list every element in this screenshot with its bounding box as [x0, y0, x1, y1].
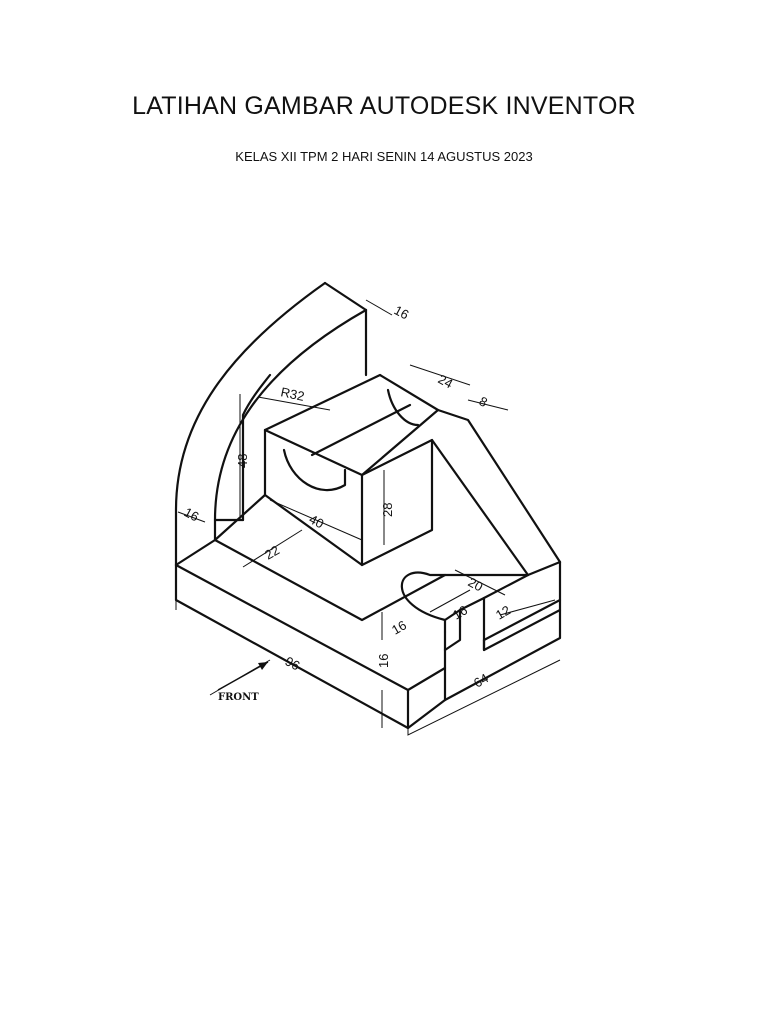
- rib-inner: [430, 438, 530, 577]
- dim-base-height: 16: [376, 654, 391, 668]
- base-right-end-bottom: [443, 608, 562, 702]
- base-right-front: [406, 666, 447, 730]
- dim-block-height: 28: [380, 503, 395, 517]
- dim-block-length: 40: [307, 511, 327, 531]
- base-top-front-edge: [174, 563, 410, 692]
- front-label: FRONT: [218, 692, 259, 703]
- dim-overall-length: 96: [283, 653, 303, 673]
- dim-slot-width-small: 16: [450, 602, 470, 622]
- dim-slot-depth: 20: [466, 574, 486, 594]
- block-slot-curve: [282, 448, 347, 492]
- block-slot: [310, 403, 412, 457]
- dim-wall-thickness: 16: [182, 504, 202, 524]
- document-subtitle: KELAS XII TPM 2 HARI SENIN 14 AGUSTUS 20…: [235, 149, 533, 164]
- base-right-lower: [482, 598, 562, 652]
- block-right-face: [360, 438, 434, 567]
- base-right-end: [482, 560, 562, 642]
- dim-step-depth: 22: [262, 542, 282, 562]
- upright-inner-curve: [213, 308, 368, 542]
- dim-end-height: 12: [493, 602, 513, 622]
- document-title: LATIHAN GAMBAR AUTODESK INVENTOR: [132, 92, 636, 120]
- step-floor-front: [213, 538, 447, 622]
- front-arrow-icon: [217, 661, 269, 691]
- rib-top: [436, 408, 562, 564]
- dim-top-thickness: 16: [392, 302, 412, 322]
- slot-u-curve: [400, 571, 530, 622]
- base-left-face: [174, 563, 410, 730]
- upright-front-left: [241, 373, 272, 522]
- dim-overall-width: 64: [471, 670, 491, 690]
- dim-slot-width: 24: [436, 371, 456, 391]
- dim-radius: R32: [279, 384, 305, 404]
- upright-outer-curve: [174, 281, 327, 567]
- base-back-edge: [174, 538, 217, 567]
- block-slot-curve-back: [386, 388, 420, 427]
- block-left-face: [263, 428, 364, 567]
- dim-rib-thickness: 8: [477, 393, 490, 410]
- dimension-lines: [175, 299, 561, 736]
- upright-top: [323, 281, 368, 312]
- dim-upright-height: 48: [235, 454, 250, 468]
- dim-slot-offset: 16: [389, 617, 409, 637]
